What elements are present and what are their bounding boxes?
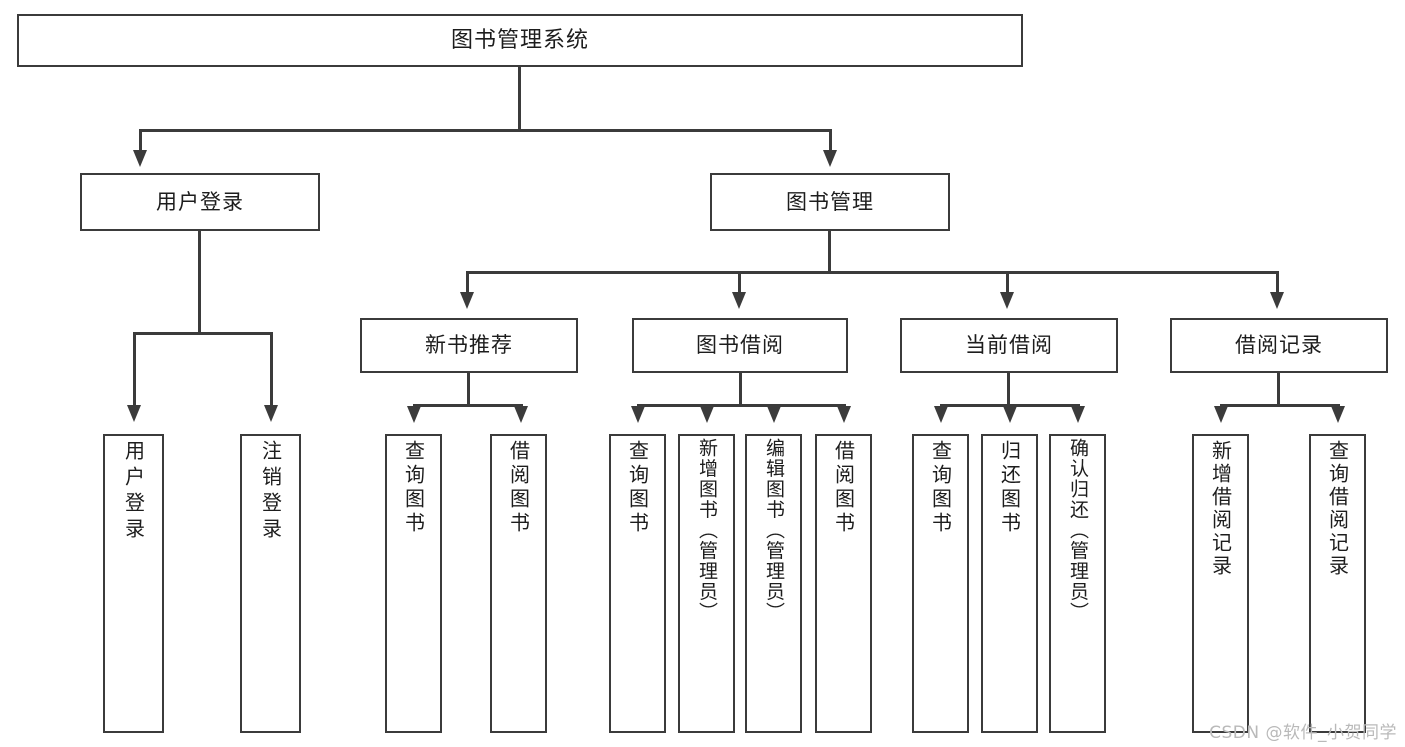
leaf-label: 查询图书 (928, 440, 953, 536)
connector-user-login-drop-2 (270, 332, 273, 406)
connector-book-mgmt-stem (828, 231, 831, 273)
leaf-label: 借阅图书 (506, 440, 531, 536)
leaf-add-book-admin[interactable]: 新增图书（管理员） (678, 434, 735, 733)
connector-new-book-bus (413, 404, 523, 407)
node-label: 当前借阅 (965, 333, 1053, 358)
connector-book-mgmt-drop-1 (466, 271, 469, 293)
node-user-login[interactable]: 用户登录 (80, 173, 320, 231)
leaf-borrow-book-new[interactable]: 借阅图书 (490, 434, 547, 733)
node-label: 用户登录 (156, 189, 244, 214)
leaf-return-book[interactable]: 归还图书 (981, 434, 1038, 733)
arrow-down-icon (1003, 406, 1017, 423)
arrow-down-icon (1270, 292, 1284, 309)
arrow-down-icon (1214, 406, 1228, 423)
leaf-label: 查询借阅记录 (1325, 440, 1350, 578)
connector-book-borrow-stem (739, 373, 742, 406)
arrow-down-icon (823, 150, 837, 167)
leaf-label: 新增借阅记录 (1208, 440, 1233, 578)
connector-root-stem (518, 67, 521, 131)
node-label: 图书管理系统 (450, 27, 589, 53)
leaf-label: 归还图书 (997, 440, 1022, 536)
node-root-book-management-system[interactable]: 图书管理系统 (17, 14, 1023, 67)
leaf-add-borrow-record[interactable]: 新增借阅记录 (1192, 434, 1249, 733)
node-borrow-record[interactable]: 借阅记录 (1170, 318, 1388, 373)
connector-book-mgmt-drop-3 (1006, 271, 1009, 293)
arrow-down-icon (133, 150, 147, 167)
arrow-down-icon (1071, 406, 1085, 423)
leaf-user-login[interactable]: 用户登录 (103, 434, 164, 733)
arrow-down-icon (700, 406, 714, 423)
connector-book-mgmt-drop-2 (738, 271, 741, 293)
node-label: 图书管理 (786, 189, 874, 214)
leaf-query-book-current[interactable]: 查询图书 (912, 434, 969, 733)
arrow-down-icon (767, 406, 781, 423)
leaf-label: 查询图书 (625, 440, 650, 536)
node-label: 借阅记录 (1235, 333, 1323, 358)
arrow-down-icon (127, 405, 141, 422)
connector-current-borrow-stem (1007, 373, 1010, 406)
node-new-book-recommend[interactable]: 新书推荐 (360, 318, 578, 373)
connector-root-drop-2 (829, 129, 832, 151)
leaf-query-book-new[interactable]: 查询图书 (385, 434, 442, 733)
node-book-management[interactable]: 图书管理 (710, 173, 950, 231)
leaf-logout[interactable]: 注销登录 (240, 434, 301, 733)
arrow-down-icon (460, 292, 474, 309)
connector-book-mgmt-drop-4 (1276, 271, 1279, 293)
connector-book-mgmt-bus (466, 271, 1279, 274)
leaf-label: 借阅图书 (831, 440, 856, 536)
leaf-query-book-borrow[interactable]: 查询图书 (609, 434, 666, 733)
connector-new-book-stem (467, 373, 470, 406)
arrow-down-icon (631, 406, 645, 423)
node-label: 图书借阅 (696, 333, 784, 358)
arrow-down-icon (1000, 292, 1014, 309)
node-label: 新书推荐 (425, 333, 513, 358)
connector-root-drop-1 (139, 129, 142, 151)
arrow-down-icon (837, 406, 851, 423)
leaf-label: 查询图书 (401, 440, 426, 536)
connector-borrow-record-bus (1220, 404, 1340, 407)
connector-root-bus (139, 129, 832, 132)
connector-user-login-stem (198, 231, 201, 334)
leaf-borrow-book[interactable]: 借阅图书 (815, 434, 872, 733)
connector-book-borrow-bus (637, 404, 846, 407)
arrow-down-icon (732, 292, 746, 309)
leaf-edit-book-admin[interactable]: 编辑图书（管理员） (745, 434, 802, 733)
node-book-borrow[interactable]: 图书借阅 (632, 318, 848, 373)
arrow-down-icon (514, 406, 528, 423)
arrow-down-icon (1331, 406, 1345, 423)
leaf-label: 注销登录 (258, 440, 283, 544)
connector-borrow-record-stem (1277, 373, 1280, 406)
connector-user-login-bus (133, 332, 273, 335)
leaf-label: 确认归还（管理员） (1067, 438, 1089, 623)
connector-user-login-drop-1 (133, 332, 136, 406)
leaf-label: 新增图书（管理员） (696, 438, 718, 623)
arrow-down-icon (934, 406, 948, 423)
arrow-down-icon (407, 406, 421, 423)
arrow-down-icon (264, 405, 278, 422)
leaf-query-borrow-record[interactable]: 查询借阅记录 (1309, 434, 1366, 733)
leaf-label: 用户登录 (121, 440, 146, 544)
leaf-label: 编辑图书（管理员） (763, 438, 785, 623)
node-current-borrow[interactable]: 当前借阅 (900, 318, 1118, 373)
leaf-confirm-return-admin[interactable]: 确认归还（管理员） (1049, 434, 1106, 733)
